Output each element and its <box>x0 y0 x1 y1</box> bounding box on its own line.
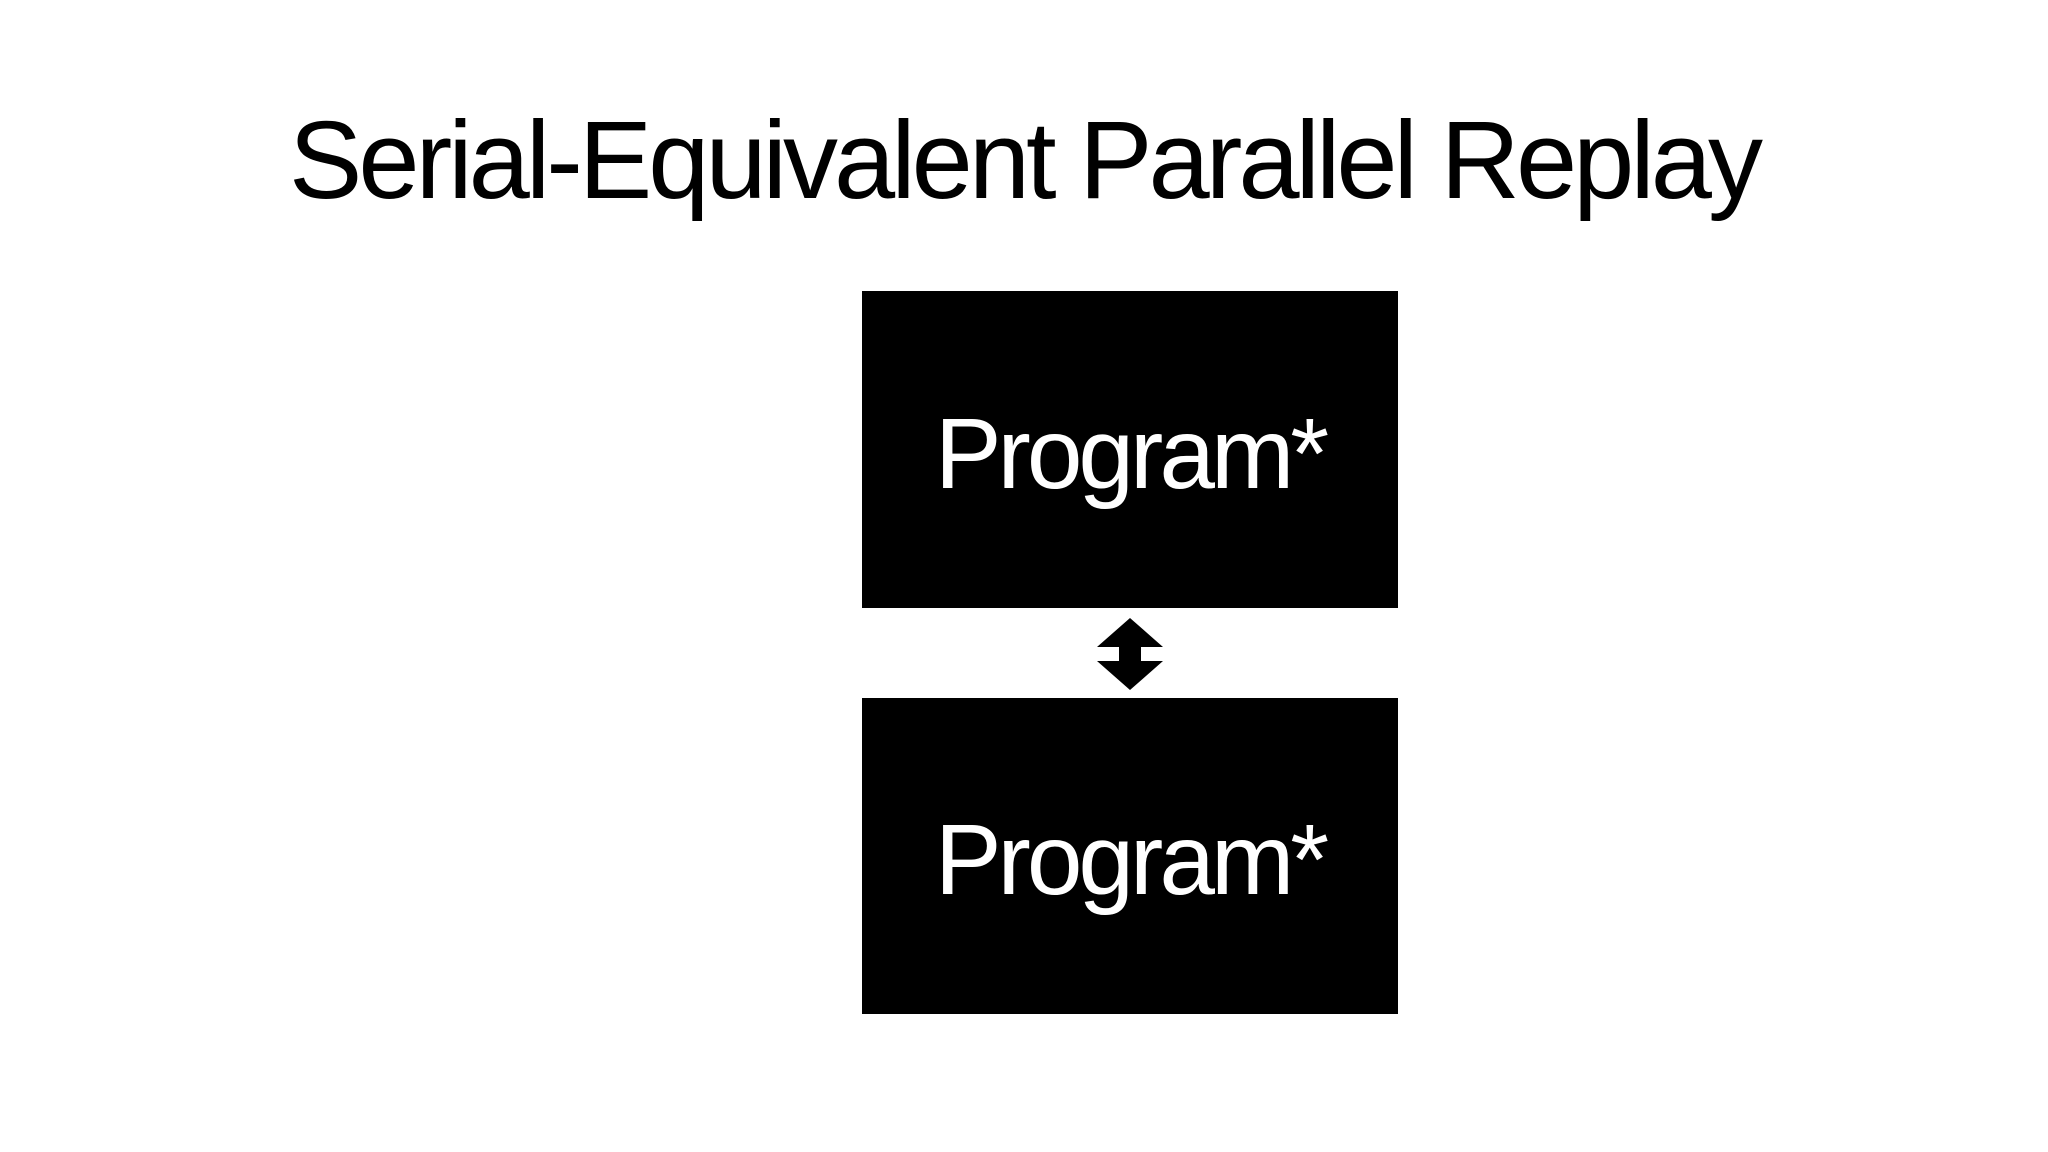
program-box-bottom: Program* <box>862 698 1398 1014</box>
slide-title: Serial-Equivalent Parallel Replay <box>289 99 1763 222</box>
program-box-top-label: Program* <box>934 397 1329 510</box>
up-down-arrow-icon <box>1097 618 1163 690</box>
program-box-top: Program* <box>862 291 1398 608</box>
program-box-bottom-label: Program* <box>934 804 1329 916</box>
